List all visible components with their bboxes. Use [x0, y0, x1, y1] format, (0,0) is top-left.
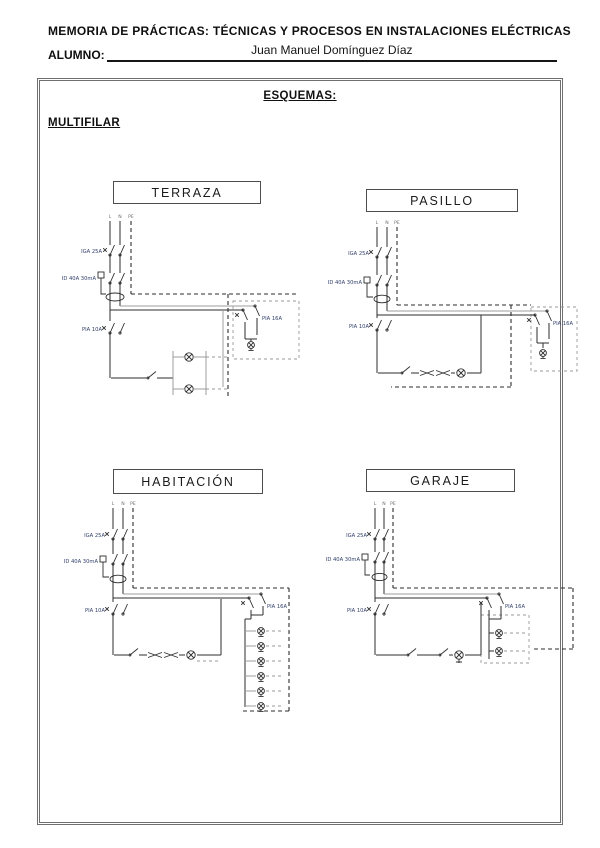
lamp-icon	[184, 384, 194, 394]
two-way-switch-icon	[147, 652, 163, 658]
socket-icon	[257, 687, 265, 697]
section-subheading: MULTIFILAR	[48, 117, 121, 129]
student-underline: Juan Manuel Domínguez Díaz	[106, 41, 557, 62]
wire-label-pe: PE	[128, 214, 134, 220]
two-way-switch-icon	[435, 370, 451, 376]
wire-label-pe: PE	[390, 501, 396, 507]
socket-icon	[257, 657, 265, 667]
socket-icon	[495, 647, 503, 657]
iga-breaker: IGA 25A	[81, 244, 125, 257]
socket-icon	[539, 349, 547, 359]
section-heading: ESQUEMAS:	[263, 90, 337, 102]
lamp-icon	[456, 368, 466, 378]
pia16-label: PIA 16A	[267, 604, 287, 610]
rcd-label: ID 40A 30mA	[328, 280, 363, 286]
habitacion-wiring-diagram: L N PE IGA 25A ID 40A 30mA PIA 16A	[64, 501, 290, 712]
diagram-title-pasillo: PASILLO	[366, 189, 518, 212]
pia-lighting-breaker: PIA 10A	[349, 319, 392, 332]
pia10-label: PIA 10A	[85, 608, 105, 614]
wire-label-n: N	[385, 220, 388, 226]
garaje-wiring-diagram: L N PE IGA 25A ID 40A 30mA PIA 16A	[326, 501, 574, 664]
student-row: ALUMNO: Juan Manuel Domínguez Díaz	[48, 41, 557, 62]
pia-lighting-breaker: PIA 10A	[347, 603, 389, 616]
socket-icon	[495, 629, 503, 639]
pia16-label: PIA 16A	[505, 604, 525, 610]
wire-label-n: N	[121, 501, 124, 507]
iga-label: IGA 25A	[348, 251, 369, 257]
pia16-label: PIA 16A	[553, 321, 573, 327]
socket-icon	[257, 642, 265, 652]
diagram-title-terraza: TERRAZA	[113, 181, 261, 204]
rcd-label: ID 40A 30mA	[326, 557, 361, 563]
two-way-switch-icon	[419, 370, 435, 376]
wire-label-l: L	[109, 214, 112, 220]
iga-breaker: IGA 25A	[346, 528, 389, 541]
iga-breaker: IGA 25A	[348, 246, 392, 259]
lamp-icon	[454, 650, 464, 660]
lamp-icon	[184, 352, 194, 362]
socket-icon	[257, 702, 265, 712]
switch-icon	[128, 648, 139, 657]
socket-icon	[247, 341, 255, 351]
iga-breaker: IGA 25A	[84, 528, 128, 541]
lamp-icon	[186, 650, 196, 660]
pia16-label: PIA 16A	[262, 316, 282, 322]
diagram-title-garaje: GARAJE	[366, 469, 515, 492]
terraza-wiring-diagram: L N PE IGA 25A ID 40A 30mA PIA 16A	[62, 214, 300, 399]
rcd-label: ID 40A 30mA	[62, 276, 97, 282]
wire-label-pe: PE	[394, 220, 400, 226]
socket-icon	[257, 627, 265, 637]
wire-label-l: L	[374, 501, 377, 507]
socket-icon	[257, 672, 265, 682]
wire-label-n: N	[118, 214, 121, 220]
pia10-label: PIA 10A	[347, 608, 367, 614]
pia10-label: PIA 10A	[349, 324, 369, 330]
pasillo-wiring-diagram: L N PE IGA 25A ID 40A 30mA PIA 16A	[328, 220, 578, 388]
pia-socket-breaker: PIA 16A	[234, 304, 282, 322]
schemas-frame: ESQUEMAS: MULTIFILAR TERRAZA PASILLO HAB…	[37, 78, 578, 825]
iga-label: IGA 25A	[346, 533, 367, 539]
switch-icon	[146, 371, 157, 380]
switch-icon	[438, 648, 449, 657]
diagram-title-habitacion: HABITACIÓN	[113, 469, 263, 494]
pia-socket-breaker: PIA 16A	[526, 309, 573, 327]
student-label: ALUMNO:	[48, 48, 105, 62]
iga-label: IGA 25A	[84, 533, 105, 539]
rcd-differential: ID 40A 30mA	[328, 274, 392, 304]
rcd-differential: ID 40A 30mA	[326, 551, 389, 582]
wire-label-l: L	[112, 501, 115, 507]
pia-socket-breaker: PIA 16A	[478, 592, 525, 610]
two-way-switch-icon	[163, 652, 179, 658]
rcd-differential: ID 40A 30mA	[64, 553, 128, 584]
switch-icon	[400, 366, 411, 375]
wire-label-pe: PE	[130, 501, 136, 507]
pia-lighting-breaker: PIA 10A	[85, 603, 128, 616]
rcd-differential: ID 40A 30mA	[62, 271, 125, 302]
pia-lighting-breaker: PIA 10A	[82, 322, 125, 335]
student-name: Juan Manuel Domínguez Díaz	[251, 43, 413, 57]
iga-label: IGA 25A	[81, 249, 102, 255]
rcd-label: ID 40A 30mA	[64, 559, 99, 565]
wire-label-l: L	[376, 220, 379, 226]
switch-icon	[406, 648, 417, 657]
pia10-label: PIA 10A	[82, 327, 102, 333]
document-title: MEMORIA DE PRÁCTICAS: TÉCNICAS Y PROCESO…	[48, 24, 571, 38]
wire-label-n: N	[382, 501, 385, 507]
pia-socket-breaker: PIA 16A	[240, 592, 287, 610]
